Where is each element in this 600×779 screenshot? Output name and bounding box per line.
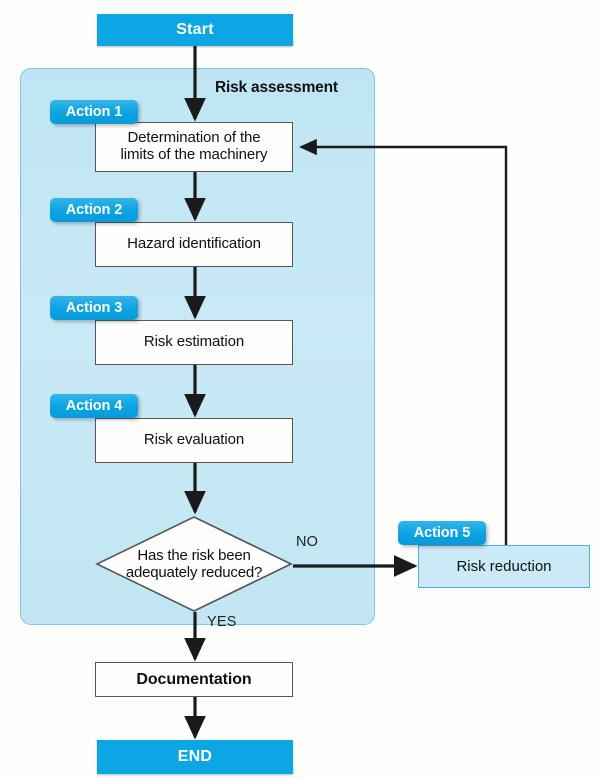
edge-label-yes: YES: [207, 614, 237, 630]
action-badge-1: Action 1: [50, 100, 138, 124]
node-risk-estimation[interactable]: Risk estimation: [95, 320, 293, 365]
node-end[interactable]: END: [97, 740, 293, 774]
edge-label-no: NO: [296, 534, 319, 550]
action-badge-2: Action 2: [50, 198, 138, 222]
node-risk-reduction[interactable]: Risk reduction: [418, 545, 590, 588]
node-start[interactable]: Start: [97, 14, 293, 46]
node-determination-of-limits[interactable]: Determination of the limits of the machi…: [95, 122, 293, 172]
node-documentation[interactable]: Documentation: [95, 662, 293, 697]
risk-assessment-panel-label: Risk assessment: [215, 79, 338, 96]
node-risk-evaluation[interactable]: Risk evaluation: [95, 418, 293, 463]
action-badge-4: Action 4: [50, 394, 138, 418]
node-determination-line2: limits of the machinery: [120, 146, 268, 163]
node-determination-line1: Determination of the: [127, 129, 261, 147]
node-determination-text: Determination of the limits of the machi…: [120, 129, 268, 164]
node-decision-risk-reduced[interactable]: Has the risk been adequately reduced?: [95, 515, 293, 613]
action-badge-3: Action 3: [50, 296, 138, 320]
node-hazard-identification[interactable]: Hazard identification: [95, 222, 293, 267]
action-badge-5: Action 5: [398, 521, 486, 545]
diamond-shape: [95, 516, 293, 612]
